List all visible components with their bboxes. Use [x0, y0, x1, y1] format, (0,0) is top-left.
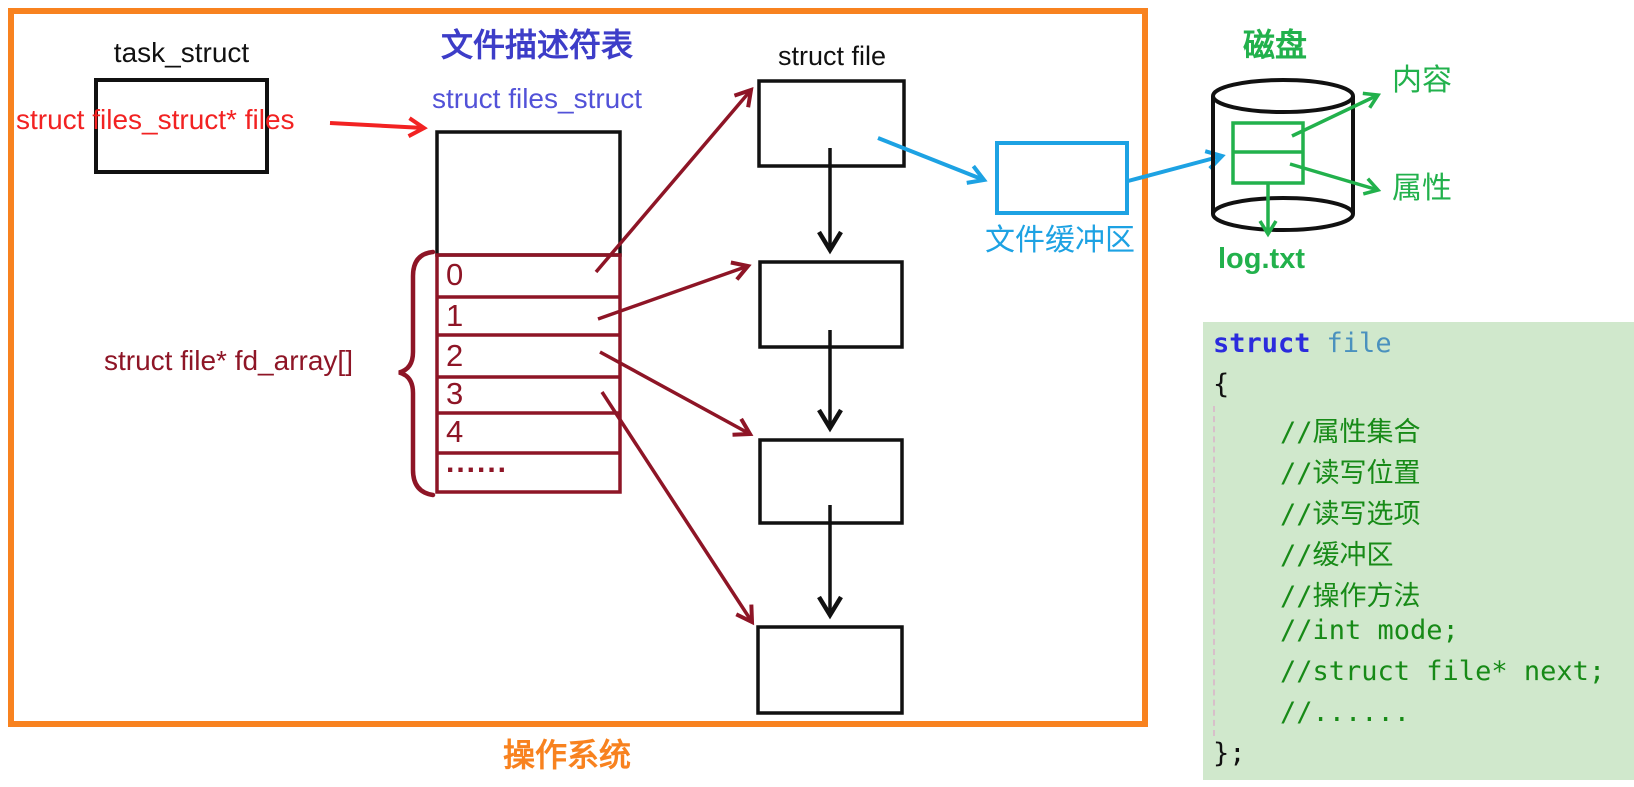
code-comment-next-pointer: //struct file* next;	[1280, 656, 1606, 687]
disk-content-label: 内容	[1392, 64, 1452, 97]
disk-attribute-label: 属性	[1392, 172, 1452, 205]
code-line-open-brace: {	[1213, 369, 1230, 400]
fd-arrow-1	[597, 260, 752, 321]
indent-guide-line	[1213, 406, 1215, 736]
disk-title: 磁盘	[1243, 27, 1308, 63]
fd-table-title: 文件描述符表	[440, 27, 633, 63]
fd-table-rows	[435, 253, 622, 494]
disk-file-box	[1231, 121, 1305, 185]
fd-row-3: 3	[446, 376, 464, 411]
os-label: 操作系统	[503, 737, 632, 773]
fd-arrow-0	[594, 87, 754, 274]
disk-cylinder	[1211, 78, 1355, 232]
fd-row-ellipsis: ......	[446, 446, 509, 479]
code-comment-buffer: //缓冲区	[1280, 540, 1394, 571]
fd-arrow-2	[599, 350, 754, 437]
code-line-signature: struct file	[1213, 328, 1392, 359]
code-comment-rw-options: //读写选项	[1280, 499, 1421, 530]
fd-array-label: struct file* fd_array[]	[104, 345, 353, 376]
code-comment-attributes: //属性集合	[1280, 417, 1421, 448]
code-comment-ellipsis: //......	[1280, 697, 1411, 728]
code-comment-methods: //操作方法	[1280, 581, 1421, 612]
code-keyword: struct	[1213, 328, 1311, 359]
content-arrow	[1291, 91, 1382, 138]
fd-row-2: 2	[446, 338, 464, 373]
fd-row-4: 4	[446, 414, 464, 449]
fd-table-subtitle: struct files_struct	[431, 83, 643, 114]
struct-file-box-4	[756, 625, 904, 715]
fd-row-0: 0	[446, 257, 464, 292]
task-struct-title: task_struct	[113, 37, 250, 68]
file-buffer-label: 文件缓冲区	[985, 224, 1135, 257]
code-comment-rw-position: //读写位置	[1280, 458, 1421, 489]
buffer-box	[995, 141, 1129, 215]
fd-row-1: 1	[446, 298, 464, 333]
task-struct-box	[94, 78, 269, 174]
buffer-arrow-in	[877, 136, 988, 185]
fd-array-brace	[398, 249, 436, 498]
struct-file-title: struct file	[777, 41, 887, 71]
fd-arrow-3	[600, 391, 755, 626]
buffer-arrow-out	[1127, 149, 1226, 183]
files-pointer-arrow	[329, 116, 428, 138]
disk-file-name: log.txt	[1218, 243, 1305, 275]
os-border-box	[8, 8, 1148, 727]
code-type: file	[1326, 328, 1392, 359]
attribute-arrow	[1289, 162, 1382, 196]
fd-table-box	[435, 130, 622, 257]
code-comment-int-mode: //int mode;	[1280, 615, 1459, 646]
code-line-close-brace: };	[1213, 738, 1246, 769]
task-struct-pointer-label: struct files_struct* files	[16, 104, 295, 135]
